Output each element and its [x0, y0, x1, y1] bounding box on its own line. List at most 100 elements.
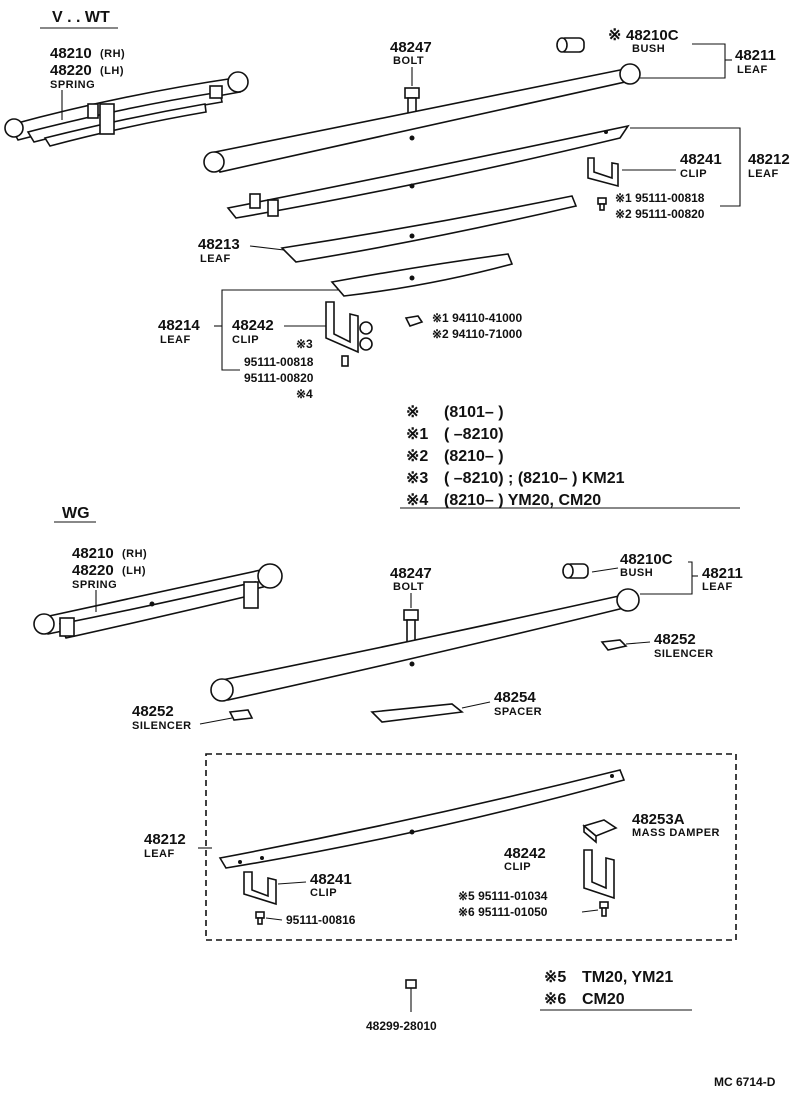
top-spring-label: SPRING [50, 79, 95, 91]
legend-bottom-text-0: TM20, YM21 [582, 969, 673, 986]
top-leaf-48212 [226, 124, 630, 219]
top-legend: ※ (8101– ) ※1 ( –8210) ※2 (8210– ) ※3 ( … [400, 404, 740, 509]
bottom-spacer-number: 48254 [494, 689, 536, 706]
top-screw-icon [597, 197, 607, 211]
bottom-screw6-text: ※6 95111-01050 [458, 905, 548, 919]
bottom-bush-icon [562, 563, 589, 579]
bottom-bush-number: 48210C [620, 551, 673, 568]
bottom-leaf2-number: 48212 [144, 831, 186, 848]
bottom-spring-number-lh: 48220 [72, 562, 114, 579]
top-spring-number-rh: 48210 [50, 45, 92, 62]
top-leaf3-number: 48213 [198, 236, 240, 253]
bottom-leaf1-number: 48211 [702, 565, 743, 582]
footer-code: MC 6714-D [714, 1075, 776, 1089]
legend-top-text-0: (8101– ) [444, 404, 504, 421]
top-clip1-number: 48241 [680, 151, 722, 168]
top-leaf-48214 [330, 253, 514, 297]
bottom-leaf2-label: LEAF [144, 848, 175, 860]
legend-bottom-mark-0: ※5 [544, 969, 566, 986]
bottom-section-title: WG [62, 505, 90, 522]
bottom-spacer-label: SPACER [494, 706, 542, 718]
legend-top-mark-1: ※1 [406, 426, 428, 443]
legend-top-mark-0: ※ [406, 404, 419, 421]
top-bush-mark: ※ [608, 27, 621, 44]
bottom-bolt-label: BOLT [393, 581, 424, 593]
top-leaf3-label: LEAF [200, 253, 231, 265]
top-leaf2-label: LEAF [748, 168, 779, 180]
bottom-bush-label: BUSH [620, 567, 653, 579]
bottom-spring-side-lh: (LH) [122, 565, 146, 577]
legend-top-text-4: (8210– ) YM20, CM20 [444, 492, 601, 509]
top-spring-assembly [4, 71, 249, 147]
top-bolt-number: 48247 [390, 39, 432, 56]
bottom-silencer-right-icon [600, 639, 628, 651]
bottom-leaf-48211 [210, 588, 640, 702]
legend-top-mark-3: ※3 [406, 470, 428, 487]
top-spring-side-rh: (RH) [100, 48, 125, 60]
top-screw3-text: 95111-00818 [244, 355, 314, 369]
top-leaf4-number: 48214 [158, 317, 200, 334]
top-clip1-label: CLIP [680, 168, 707, 180]
legend-top-text-3: ( –8210) ; (8210– ) KM21 [444, 470, 625, 487]
top-leaf2-number: 48212 [748, 151, 790, 168]
bottom-clip1-number: 48241 [310, 871, 352, 888]
bottom-clip-48242-icon [583, 849, 615, 900]
bottom-damper-number: 48253A [632, 811, 685, 828]
top-clip2-number: 48242 [232, 317, 274, 334]
top-nut-icon [404, 315, 424, 327]
bottom-leaf1-label: LEAF [702, 581, 733, 593]
bottom-silencer-left-number: 48252 [132, 703, 174, 720]
bottom-screw-left-icon [255, 911, 265, 925]
top-clip2-label: CLIP [232, 334, 259, 346]
bottom-bolt-number: 48247 [390, 565, 432, 582]
bottom-legend: ※5 TM20, YM21 ※6 CM20 [540, 969, 692, 1011]
bottom-screw-small-text: 95111-00816 [286, 913, 356, 927]
bottom-leaf-48212 [218, 769, 626, 869]
legend-top-mark-2: ※2 [406, 448, 428, 465]
top-spring-side-lh: (LH) [100, 65, 124, 77]
top-leaf-48213 [280, 195, 578, 263]
bottom-spring-number-rh: 48210 [72, 545, 114, 562]
top-screw4-text: 95111-00820 [244, 371, 314, 385]
top-leaf4-label: LEAF [160, 334, 191, 346]
top-bush-number: 48210C [626, 27, 679, 44]
legend-top-text-1: ( –8210) [444, 426, 504, 443]
bottom-silencer-left-icon [228, 709, 254, 721]
legend-top-text-2: (8210– ) [444, 448, 504, 465]
bottom-dashed-group-box [205, 753, 737, 941]
bottom-spring-side-rh: (RH) [122, 548, 147, 560]
bottom-silencer-left-label: SILENCER [132, 720, 192, 732]
top-clip2-mark: ※3 [296, 337, 313, 351]
top-clip-48241-icon [587, 157, 619, 188]
top-nut2-text: ※2 94110-71000 [432, 327, 522, 341]
top-bush-icon [556, 37, 585, 53]
bottom-clip1-label: CLIP [310, 887, 337, 899]
top-section-title: V . . WT [52, 9, 110, 26]
legend-bottom-mark-1: ※6 [544, 991, 566, 1008]
legend-bottom-text-1: CM20 [582, 991, 625, 1008]
bottom-mass-damper-icon [582, 819, 618, 844]
legend-top-mark-4: ※4 [406, 492, 428, 509]
top-spring-number-lh: 48220 [50, 62, 92, 79]
top-screw1-text: ※1 95111-00818 [615, 191, 705, 205]
bottom-screw-right-icon [599, 901, 609, 917]
top-clip-48242-icon [325, 301, 373, 367]
bottom-silencer-right-number: 48252 [654, 631, 696, 648]
bottom-nut-text: 48299-28010 [366, 1019, 437, 1033]
bottom-damper-label: MASS DAMPER [632, 827, 720, 839]
bottom-spring-assembly [33, 563, 283, 639]
top-bolt-label: BOLT [393, 55, 424, 67]
top-leaf-48211 [203, 63, 641, 173]
top-nut1-text: ※1 94110-41000 [432, 311, 522, 325]
bottom-clip2-number: 48242 [504, 845, 546, 862]
bottom-clip-48241-icon [243, 871, 277, 906]
top-leaf1-number: 48211 [735, 47, 776, 64]
bottom-screw5-text: ※5 95111-01034 [458, 889, 548, 903]
top-bush-label: BUSH [632, 43, 665, 55]
bottom-spacer-icon [370, 703, 464, 723]
top-screw2-text: ※2 95111-00820 [615, 207, 705, 221]
bottom-spring-label: SPRING [72, 579, 117, 591]
bottom-silencer-right-label: SILENCER [654, 648, 714, 660]
